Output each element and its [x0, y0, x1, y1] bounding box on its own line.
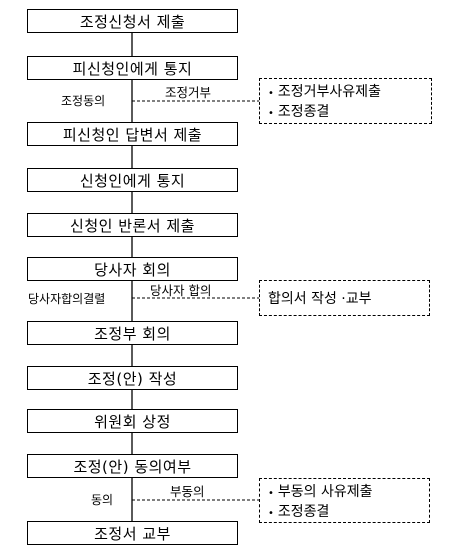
step-application-submit: 조정신청서 제출 [27, 9, 238, 33]
label-mediation-agree: 조정동의 [60, 92, 107, 109]
label-non-consent: 부동의 [170, 484, 205, 499]
step-draft-proposal: 조정(안) 작성 [27, 366, 238, 390]
note-agreement-text: 합의서 작성 ·교부 [268, 291, 372, 307]
step-notify-respondent: 피신청인에게 통지 [27, 56, 238, 80]
note-refusal: •조정거부사유제출 •조정종결 [259, 78, 432, 124]
step-committee-submit: 위원회 상정 [27, 409, 238, 433]
note-non-consent-item: •부동의 사유제출 [268, 483, 373, 500]
note-non-consent: •부동의 사유제출 •조정종결 [259, 478, 430, 523]
label-agreement-failed: 당사자합의결렬 [27, 290, 107, 307]
step-proposal-consent: 조정(안) 동의여부 [27, 454, 238, 478]
step-notify-applicant: 신청인에게 통지 [27, 168, 238, 192]
step-respondent-answer: 피신청인 답변서 제출 [27, 122, 238, 146]
label-party-agreement: 당사자 합의 [150, 283, 212, 298]
note-refusal-item: •조정종결 [268, 104, 330, 120]
step-issue-mediation: 조정서 교부 [27, 521, 238, 545]
step-applicant-rebuttal: 신청인 반론서 제출 [27, 213, 238, 237]
note-refusal-item: •조정거부사유제출 [268, 84, 381, 100]
label-mediation-refuse: 조정거부 [165, 85, 212, 100]
step-panel-meeting: 조정부 회의 [27, 321, 238, 345]
note-agreement: 합의서 작성 ·교부 [259, 280, 430, 316]
note-non-consent-item: •조정종결 [268, 503, 330, 520]
label-consent: 동의 [90, 491, 115, 508]
step-party-meeting: 당사자 회의 [27, 257, 238, 281]
